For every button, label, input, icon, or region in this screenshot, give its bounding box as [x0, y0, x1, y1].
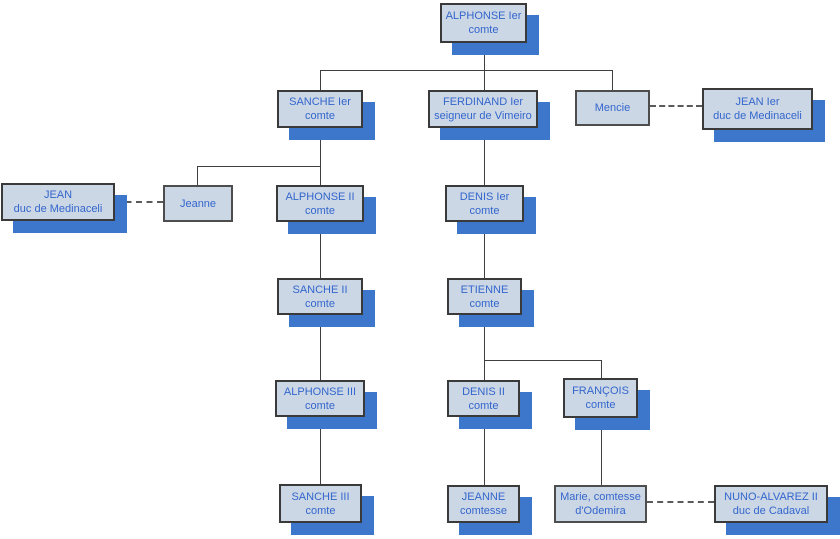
connector-denis2-jeanne: [484, 417, 485, 485]
tree-node-sanche-iii: SANCHE III comte: [279, 484, 362, 523]
tree-node-denis-ier: DENIS Ier comte: [445, 185, 524, 222]
connector-drop-sanche1: [320, 70, 321, 90]
marriage-line-mencie-jean1: [650, 105, 702, 107]
node-subtitle: comte: [468, 399, 499, 412]
node-subtitle: duc de Medinaceli: [13, 203, 103, 215]
node-title: SANCHE II: [292, 283, 348, 296]
node-title: ALPHONSE II: [285, 190, 355, 203]
tree-node-jean-medinaceli: JEAN duc de Medinaceli: [1, 183, 115, 221]
connector-branch-francois-horizontal: [484, 360, 601, 361]
connector-alphonse3-sanche3: [320, 417, 321, 484]
node-subtitle: duc de Medinaceli: [713, 110, 802, 122]
connector-alphonse2-sanche2: [320, 222, 321, 278]
node-subtitle: comte: [469, 204, 500, 217]
tree-node-alphonse-ii: ALPHONSE II comte: [276, 185, 364, 222]
node-subtitle: d'Odemira: [575, 505, 626, 517]
node-title: ALPHONSE III: [283, 385, 357, 398]
node-title: Jeanne: [179, 197, 217, 210]
connector-denis1-etienne: [484, 222, 485, 278]
connector-branch-jeanne-horizontal: [197, 166, 320, 167]
tree-node-francois: FRANÇOIS comte: [563, 378, 638, 418]
node-subtitle: comte: [585, 399, 616, 411]
node-title: Marie, comtesse: [560, 491, 641, 503]
node-subtitle: comte: [305, 504, 336, 517]
node-subtitle: seigneur de Vimeiro: [434, 110, 532, 122]
node-title: DENIS II: [462, 385, 505, 398]
node-title: FERDINAND Ier: [442, 96, 524, 108]
node-title: SANCHE III: [291, 490, 350, 503]
node-title: DENIS Ier: [459, 190, 510, 203]
tree-node-jeanne: Jeanne: [163, 185, 233, 222]
connector-ferdinand1-denis1: [484, 128, 485, 185]
tree-node-nuno-alvarez-ii: NUNO-ALVAREZ II duc de Cadaval: [714, 485, 828, 523]
tree-node-etienne: ETIENNE comte: [447, 278, 522, 315]
node-title: JEAN: [43, 189, 73, 201]
connector-generation2-horizontal: [320, 70, 613, 71]
node-subtitle: comte: [305, 399, 335, 412]
tree-node-ferdinand-ier: FERDINAND Ier seigneur de Vimeiro: [428, 90, 538, 128]
tree-node-marie-odemira: Marie, comtesse d'Odemira: [554, 485, 647, 523]
connector-sanche2-alphonse3: [320, 315, 321, 380]
node-subtitle: comte: [468, 24, 499, 36]
connector-alphonse1-down: [484, 43, 485, 90]
tree-node-jean-ier-medinaceli: JEAN Ier duc de Medinaceli: [702, 88, 813, 130]
node-title: ETIENNE: [460, 283, 509, 296]
tree-node-mencie: Mencie: [575, 90, 650, 126]
node-subtitle: comte: [305, 204, 335, 217]
connector-francois-marie: [601, 418, 602, 485]
tree-node-alphonse-iii: ALPHONSE III comte: [275, 380, 365, 417]
node-title: SANCHE Ier: [289, 96, 351, 108]
node-title: Mencie: [594, 102, 631, 114]
tree-node-alphonse-ier: ALPHONSE Ier comte: [440, 3, 527, 43]
connector-drop-francois: [601, 360, 602, 378]
connector-drop-jeanne: [197, 166, 198, 185]
tree-node-denis-ii: DENIS II comte: [447, 380, 520, 417]
tree-node-jeanne-comtesse: JEANNE comtesse: [447, 485, 520, 523]
marriage-line-marie-nuno: [647, 501, 714, 503]
node-title: JEAN Ier: [735, 96, 780, 108]
node-subtitle: comtesse: [459, 505, 508, 517]
node-title: FRANÇOIS: [572, 385, 629, 397]
node-subtitle: comte: [469, 297, 500, 310]
node-title: NUNO-ALVAREZ II: [724, 491, 818, 503]
connector-sanche1-alphonse2: [320, 127, 321, 185]
node-subtitle: comte: [305, 110, 335, 122]
node-title: ALPHONSE Ier: [445, 10, 522, 22]
tree-node-sanche-ier: SANCHE Ier comte: [277, 90, 363, 128]
marriage-line-jean-jeanne: [115, 201, 163, 203]
connector-etienne-denis2: [484, 315, 485, 380]
node-subtitle: comte: [305, 297, 335, 310]
node-title: JEANNE: [461, 491, 506, 503]
connector-drop-mencie: [612, 70, 613, 90]
node-subtitle: duc de Cadaval: [732, 505, 810, 517]
tree-node-sanche-ii: SANCHE II comte: [277, 278, 363, 315]
